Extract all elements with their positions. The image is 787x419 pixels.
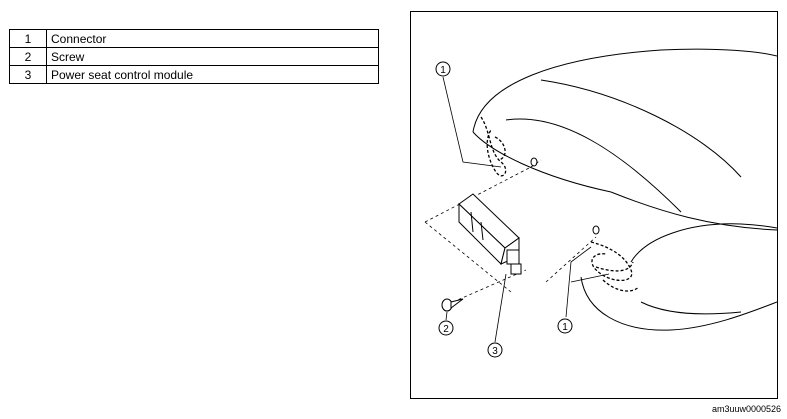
- upper-clip: [530, 157, 538, 167]
- callout-1-lower-leader: [565, 246, 592, 318]
- power-seat-control-module: [458, 193, 522, 275]
- callout-2-leader: [445, 311, 448, 321]
- callout-1-lower: 1: [557, 318, 573, 334]
- seat-crease-line: [505, 118, 682, 213]
- figure-code: am3uuw0000526: [711, 404, 781, 414]
- upper-harness-loop: [494, 136, 506, 161]
- seat-fold-line: [540, 79, 742, 178]
- callout-1-upper-leader: [442, 76, 502, 168]
- part-number: 3: [9, 65, 47, 84]
- table-row: 2 Screw: [9, 47, 379, 66]
- callout-2: 2: [438, 320, 454, 336]
- callout-1-lower-leader-2: [570, 273, 610, 283]
- callout-1-upper: 1: [435, 61, 451, 77]
- seat-cushion-outline: [472, 48, 777, 133]
- seat-drawing: 1 1 2 3: [424, 48, 777, 358]
- part-number: 2: [9, 47, 47, 66]
- part-number: 1: [9, 29, 47, 48]
- upper-harness: [480, 116, 507, 177]
- alignment-line-harness: [545, 236, 597, 283]
- lower-clip: [592, 225, 600, 235]
- lower-harness: [590, 241, 633, 281]
- screw: [441, 298, 464, 312]
- alignment-line-upper: [424, 166, 532, 223]
- seat-side-contour: [610, 191, 777, 231]
- table-row: 3 Power seat control module: [9, 65, 379, 84]
- alignment-line-lower: [424, 221, 512, 293]
- callout-label: 1: [440, 65, 446, 76]
- part-name: Screw: [46, 47, 379, 66]
- seat-illustration: 1 1 2 3: [410, 11, 778, 399]
- part-name: Connector: [46, 29, 379, 48]
- parts-legend-table: 1 Connector 2 Screw 3 Power seat control…: [9, 29, 379, 84]
- callout-label: 2: [443, 324, 449, 335]
- alignment-line-screw: [452, 269, 527, 303]
- lower-harness-tail: [602, 279, 640, 292]
- seat-cushion-lower-edge: [472, 131, 612, 193]
- callout-label: 1: [562, 322, 568, 333]
- part-name: Power seat control module: [46, 65, 379, 84]
- seat-front-outline: [580, 276, 777, 331]
- seat-front-curve: [630, 223, 777, 263]
- callout-label: 3: [492, 346, 498, 357]
- callout-3: 3: [487, 342, 503, 358]
- seat-front-bottom: [640, 301, 742, 315]
- callout-3-leader: [494, 273, 507, 343]
- table-row: 1 Connector: [9, 29, 379, 48]
